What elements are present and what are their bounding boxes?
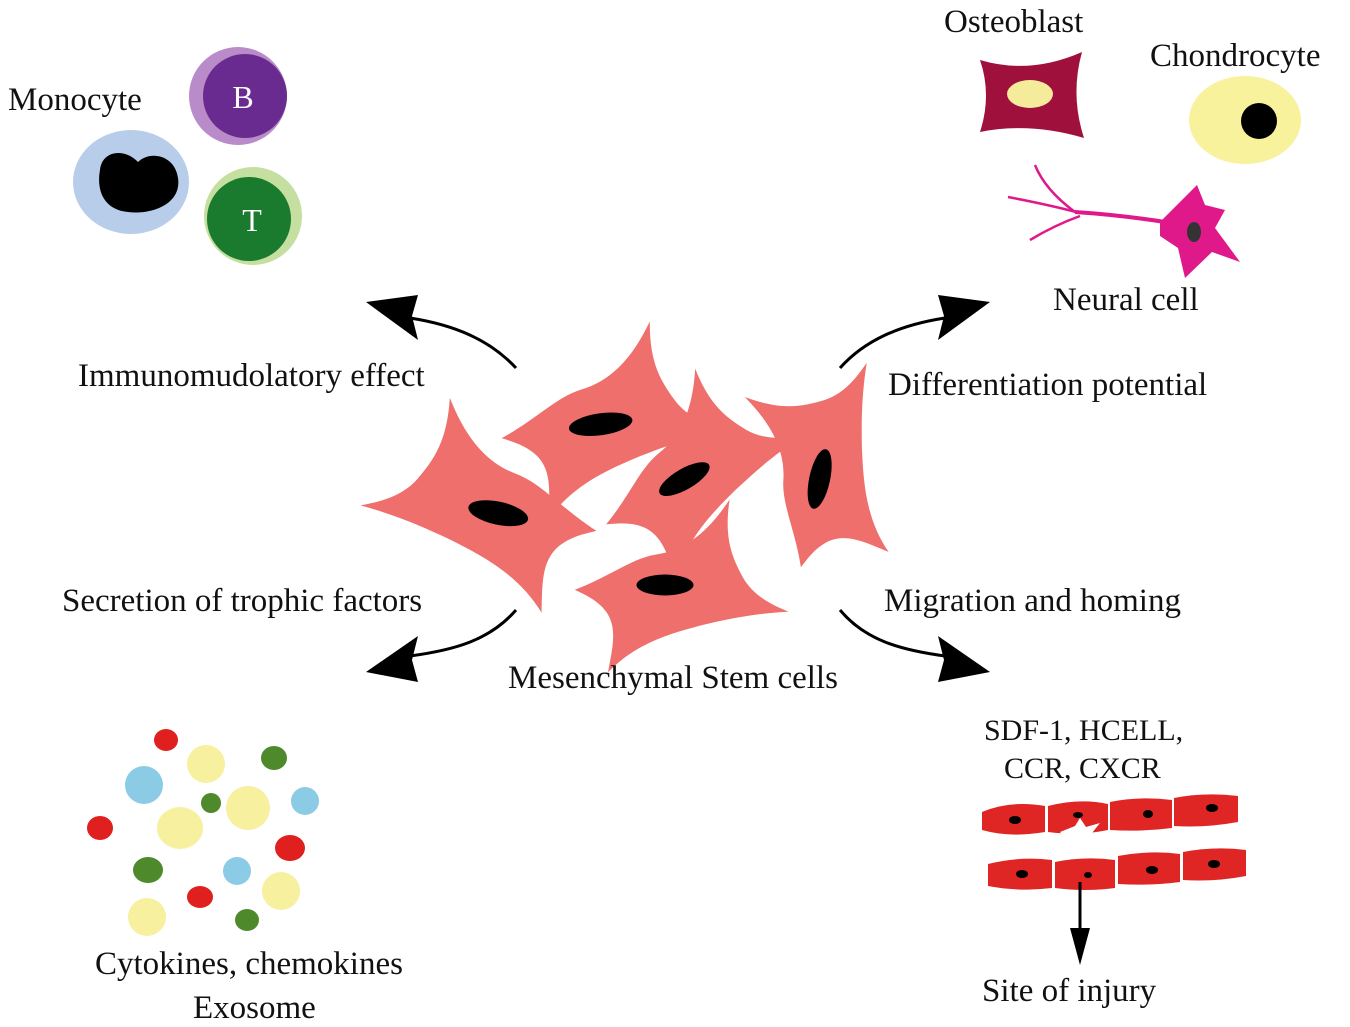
osteoblast-label: Osteoblast xyxy=(944,4,1083,40)
factor-particle xyxy=(291,787,319,815)
factor-particle xyxy=(223,857,251,885)
factor-particle xyxy=(235,909,259,931)
arrow-to-injury xyxy=(1070,882,1090,965)
arrow-immunomodulatory xyxy=(366,295,518,370)
neural-cell xyxy=(1007,164,1240,278)
factor-particle xyxy=(157,807,203,849)
arrow-secretion xyxy=(366,609,518,682)
vessel-gap-burst xyxy=(1058,818,1106,858)
differentiation-label: Differentiation potential xyxy=(888,367,1207,403)
b-cell-label: B xyxy=(232,79,253,115)
t-cell-label: T xyxy=(242,202,262,238)
neural-cell-label: Neural cell xyxy=(1053,282,1199,318)
factor-particle xyxy=(125,766,163,804)
migration-caption-line2: CCR, CXCR xyxy=(1004,752,1161,785)
factor-particle xyxy=(187,886,213,908)
endothelial-row-top xyxy=(982,794,1238,835)
msc-cell xyxy=(346,384,618,621)
msc-cluster xyxy=(346,312,927,673)
center-label: Mesenchymal Stem cells xyxy=(508,660,838,696)
secretion-caption-line2: Exosome xyxy=(193,990,316,1026)
b-cell: B xyxy=(189,47,287,145)
migration-caption-line1: SDF-1, HCELL, xyxy=(984,714,1183,747)
factor-particle xyxy=(275,835,305,861)
monocyte-label: Monocyte xyxy=(8,82,142,118)
migration-label: Migration and homing xyxy=(884,583,1181,619)
msc-cell xyxy=(488,312,737,525)
blood-vessel-wall xyxy=(982,794,1246,890)
injury-site-label: Site of injury xyxy=(982,973,1157,1009)
factor-particle xyxy=(128,898,166,936)
factor-particle xyxy=(87,816,113,840)
secretion-caption-line1: Cytokines, chemokines xyxy=(95,946,403,982)
factor-particle xyxy=(201,793,221,813)
factor-particle xyxy=(261,746,287,770)
arrow-differentiation xyxy=(838,295,990,369)
t-cell: T xyxy=(204,167,302,265)
monocyte-cell xyxy=(73,130,189,234)
endothelial-row-bottom xyxy=(988,848,1246,890)
trophic-factors xyxy=(87,729,319,936)
secretion-label: Secretion of trophic factors xyxy=(62,583,422,619)
immunomodulatory-label: Immunomudolatory effect xyxy=(78,358,425,394)
factor-particle xyxy=(262,872,300,910)
factor-particle xyxy=(154,729,178,751)
factor-particle xyxy=(187,745,225,783)
chondrocyte-cell xyxy=(1189,76,1301,164)
factor-particle xyxy=(133,857,163,883)
osteoblast-cell xyxy=(980,52,1084,138)
factor-particle xyxy=(226,786,270,830)
arrow-migration xyxy=(838,609,990,682)
msc-cell xyxy=(574,499,789,673)
chondrocyte-label: Chondrocyte xyxy=(1150,38,1320,74)
msc-cell xyxy=(561,339,833,596)
msc-cell xyxy=(712,339,927,585)
